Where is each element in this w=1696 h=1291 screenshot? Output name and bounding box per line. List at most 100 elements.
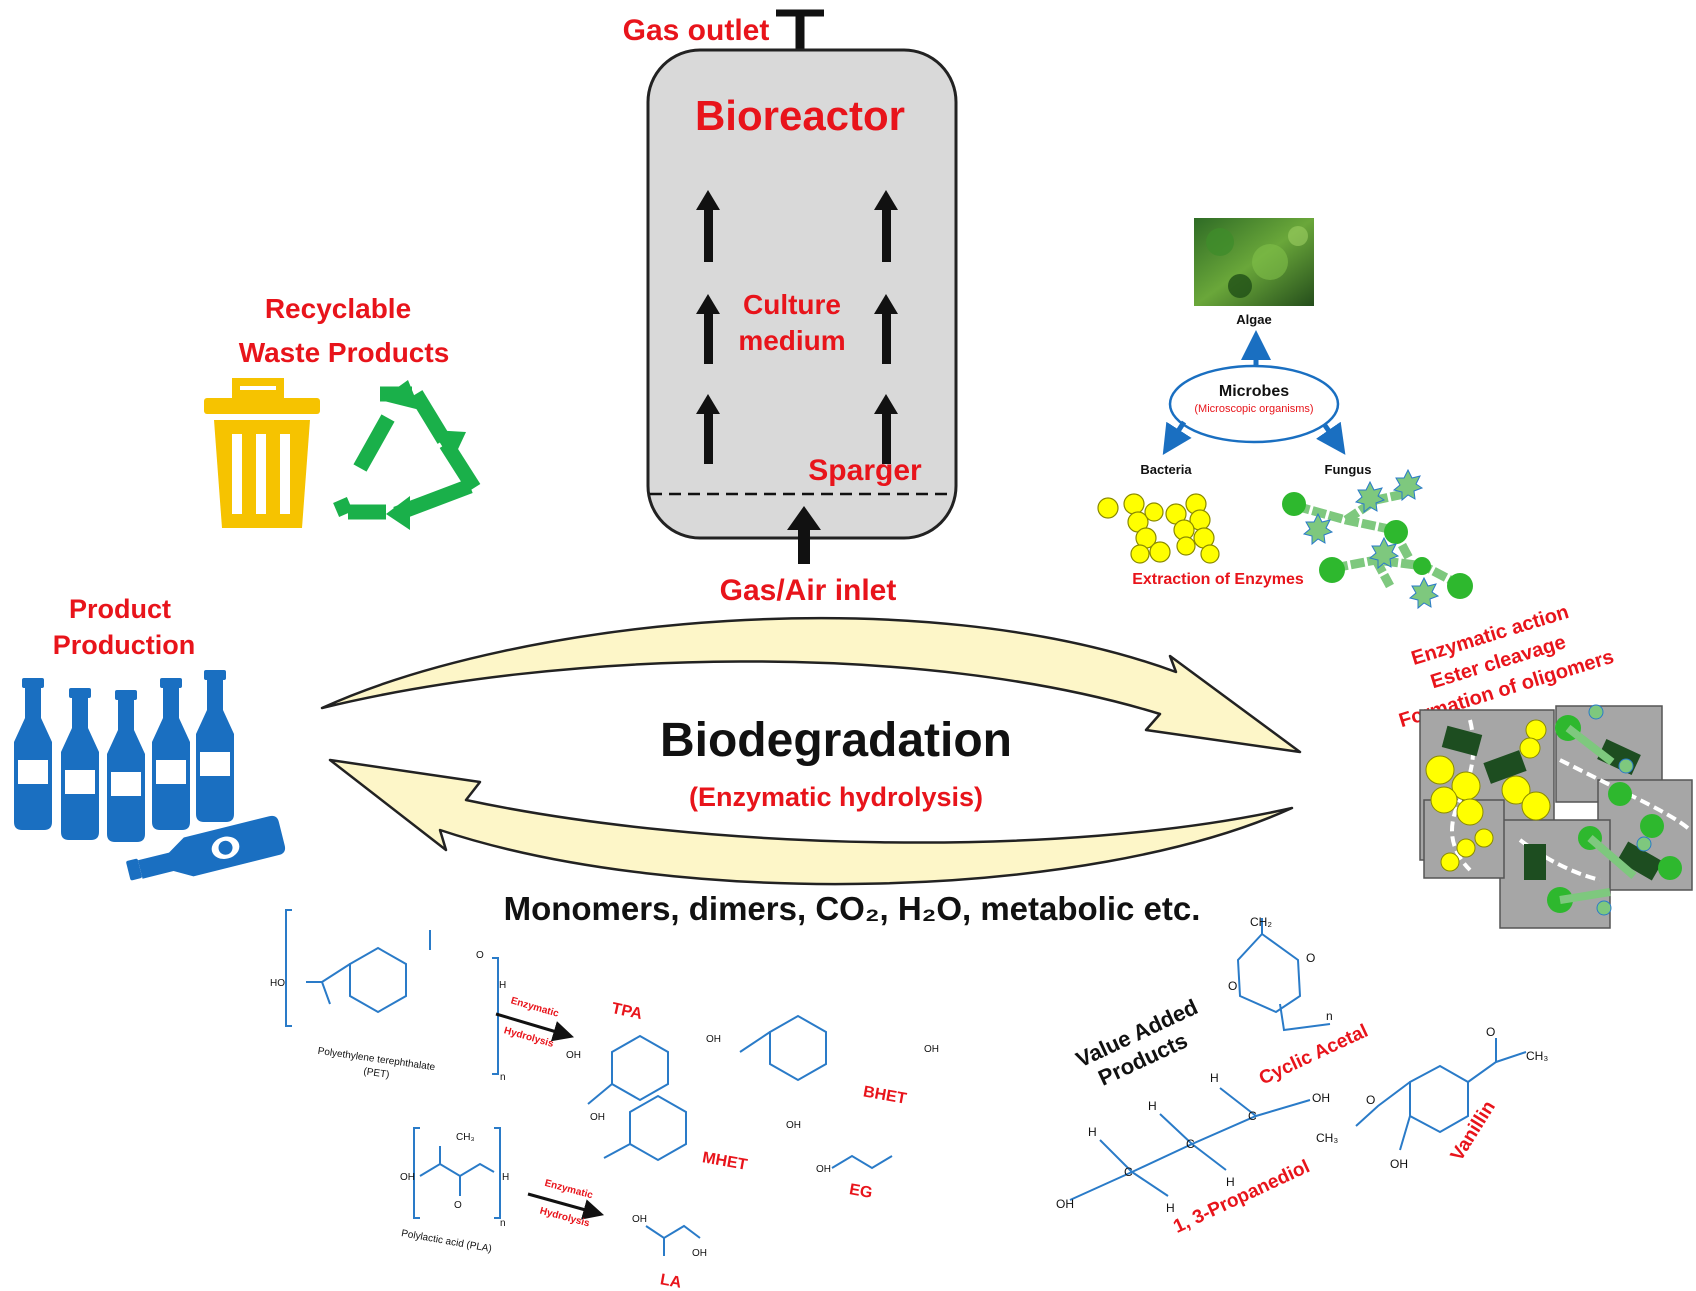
vanillin-o: O [1486, 1025, 1495, 1039]
enzymatic-action: Enzymatic action Ester cleavage Formatio… [1396, 601, 1693, 929]
bracket-left [285, 909, 292, 1027]
arrow-to-fungus [1316, 421, 1346, 455]
culture-medium-line2: medium [738, 325, 845, 356]
biodegradation-cycle: Biodegradation (Enzymatic hydrolysis) Mo… [320, 616, 1302, 927]
algae-blob [1288, 226, 1308, 246]
flow-arrow [704, 314, 713, 364]
pet-chain [306, 963, 351, 983]
bacteria-label: Bacteria [1140, 462, 1192, 477]
cyclic-o2: O [1306, 951, 1315, 965]
pet-arrow-line1: Enzymatic [509, 995, 560, 1019]
bhet-ring [769, 1014, 827, 1082]
mhet-oh2: OH [786, 1120, 801, 1131]
flow-arrow-head [874, 294, 898, 314]
bottle [196, 670, 234, 822]
vanillin-ch3-2: CH₃ [1316, 1131, 1338, 1145]
pla-h: H [502, 1172, 509, 1183]
pla-hydrolysis-arrow [527, 1192, 605, 1220]
mhet-ring [629, 1094, 687, 1162]
biodegradation-title: Biodegradation [660, 714, 1012, 767]
cyclic-acetal-ring [1236, 933, 1302, 1014]
vanillin-oh: OH [1390, 1157, 1408, 1171]
flow-arrow [882, 210, 891, 262]
tpa-bonds [587, 1083, 613, 1105]
recyclable-waste: Recyclable Waste Products [204, 293, 481, 530]
flow-arrow-head [696, 190, 720, 210]
pla-bracket-left [413, 1127, 420, 1219]
flow-arrow [704, 414, 713, 464]
pla-chemistry: CH₃ OH H O n Polylactic acid (PLA) Enzym… [400, 1127, 707, 1291]
pla-oh: OH [400, 1172, 415, 1183]
pet-o: O [476, 950, 484, 961]
pla-o: O [454, 1200, 462, 1211]
propanediol-h2: H [1166, 1201, 1175, 1215]
cycle-arrow-right [320, 616, 1302, 754]
gas-outlet-label: Gas outlet [623, 14, 770, 47]
waste-label-line1: Recyclable [265, 293, 411, 324]
vanillin-ring [1409, 1064, 1469, 1134]
cycle-arrow-left [328, 758, 1294, 886]
eg-chain [831, 1154, 893, 1170]
vanillin-label: Vanillin [1447, 1097, 1500, 1165]
propanediol-label: 1, 3-Propanediol [1170, 1156, 1313, 1238]
pet-n: n [500, 1072, 506, 1083]
propanediol-c3: C [1248, 1109, 1257, 1123]
pet-chemistry: HO H O n Polyethylene terephthalate (PET… [270, 909, 939, 1202]
bacteria-cells [1097, 493, 1220, 564]
flow-arrow-head [874, 394, 898, 414]
propanediol-c2: C [1186, 1137, 1195, 1151]
la-oh: OH [632, 1214, 647, 1225]
trash-can-icon [204, 378, 320, 528]
production-label-line2: Production [53, 630, 196, 660]
mhet-label: MHET [701, 1149, 749, 1174]
fungus-hyphae [1282, 468, 1473, 610]
bottle [152, 678, 190, 830]
pet-ho: HO [270, 978, 285, 989]
flow-arrow [704, 210, 713, 262]
propanediol-oh2: OH [1312, 1091, 1330, 1105]
bottle [107, 690, 145, 842]
propanediol-h4: H [1226, 1175, 1235, 1189]
flow-arrow [882, 414, 891, 464]
cyclic-acetal-label: Cyclic Acetal [1256, 1021, 1371, 1090]
culture-medium-line1: Culture [743, 289, 841, 320]
pla-bracket-right [494, 1127, 501, 1219]
bhet-chain [739, 1031, 771, 1053]
tpa-oh2: OH [706, 1034, 721, 1045]
propanediol-h3: H [1148, 1099, 1157, 1113]
mhet-chain [603, 1143, 631, 1159]
vanillin-o2: O [1366, 1093, 1375, 1107]
fungus-label: Fungus [1325, 462, 1372, 477]
la-label: LA [659, 1271, 683, 1291]
flow-arrow-head [696, 294, 720, 314]
production-label-line1: Product [69, 594, 171, 624]
microbes-subtitle: (Microscopic organisms) [1194, 403, 1313, 415]
value-added-products: Value Added Products CH₂ O O n Cyclic Ac… [1056, 915, 1548, 1238]
gas-inlet-arrow [798, 530, 810, 564]
eg-ho: OH [816, 1164, 831, 1175]
propanediol-bonds [1099, 1087, 1257, 1197]
propanediol-c1: C [1124, 1165, 1133, 1179]
pla-name: Polylactic acid (PLA) [400, 1228, 492, 1255]
bioreactor: Gas outlet Bioreactor Culture medium Spa… [623, 9, 958, 607]
la-chain [645, 1224, 701, 1240]
propanediol-oh: OH [1056, 1197, 1074, 1211]
gas-inlet-label: Gas/Air inlet [720, 574, 897, 607]
pet-hydrolysis-arrow [495, 1012, 575, 1042]
bottle [61, 688, 99, 840]
benzene-ring [349, 946, 407, 1014]
algae-label: Algae [1236, 312, 1271, 327]
waste-label-line2: Waste Products [239, 337, 450, 368]
gas-inlet-arrow-head [787, 506, 821, 530]
cyclic-o: O [1228, 979, 1237, 993]
algae-blob [1228, 274, 1252, 298]
algae-blob [1206, 228, 1234, 256]
pla-n: n [500, 1218, 506, 1229]
pla-ch3: CH₃ [456, 1132, 475, 1143]
pla-chain [419, 1162, 495, 1178]
pet-h: H [499, 980, 506, 991]
extraction-label: Extraction of Enzymes [1132, 571, 1304, 588]
recycle-arrowhead [386, 496, 410, 530]
